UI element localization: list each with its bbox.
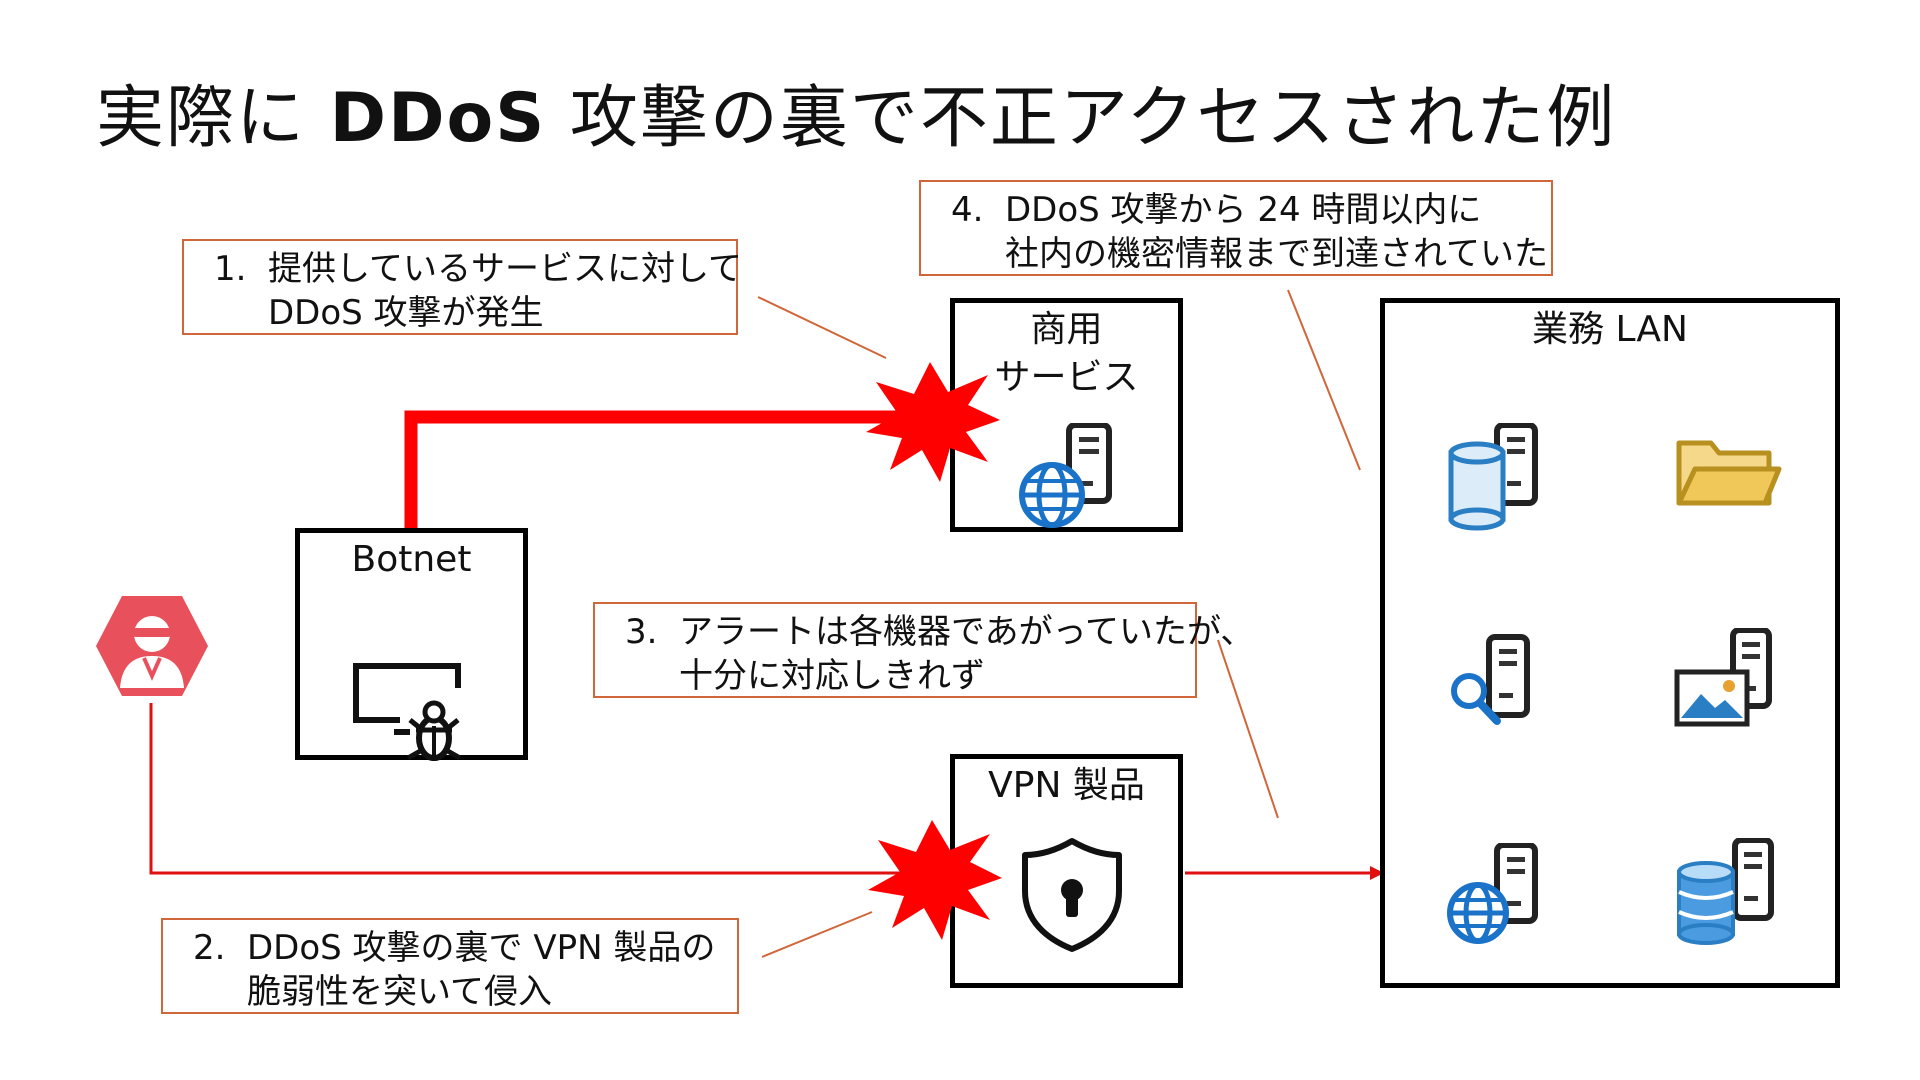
callout-3-line1: アラートは各機器であがっていたが、 xyxy=(679,612,1255,652)
title-prefix: 実際に xyxy=(96,79,330,158)
database-server-icon xyxy=(1677,838,1774,945)
web-server-icon xyxy=(1447,843,1538,944)
vpn-box: VPN 製品 xyxy=(950,754,1183,988)
callout-4-pointer xyxy=(1287,289,1361,471)
callout-3-number: 3. xyxy=(625,612,658,652)
callout-4-number: 4. xyxy=(951,190,984,230)
callout-4: 4. DDoS 攻撃から 24 時間以内に 社内の機密情報まで到達されていた xyxy=(919,180,1553,276)
callout-2-line2: 脆弱性を突いて侵入 xyxy=(247,972,552,1012)
callout-1: 1. 提供しているサービスに対して DDoS 攻撃が発生 xyxy=(182,239,742,335)
shield-lock-icon xyxy=(1022,838,1122,952)
title-suffix: 攻撃の裏で不正アクセスされた例 xyxy=(546,79,1617,158)
database-server-icon xyxy=(1448,423,1538,531)
business-lan-box: 業務 LAN xyxy=(1380,298,1840,988)
commercial-service-label-1: 商用 xyxy=(1030,309,1103,350)
image-server-icon xyxy=(1674,628,1772,727)
callout-1-pointer xyxy=(757,296,887,359)
commercial-service-box: 商用 サービス xyxy=(950,298,1183,532)
botnet-attack-path xyxy=(404,410,930,530)
callout-1-line2: DDoS 攻撃が発生 xyxy=(268,293,544,333)
business-lan-label: 業務 LAN xyxy=(1532,309,1688,350)
callout-3-line2: 十分に対応しきれず xyxy=(679,656,985,696)
callout-1-number: 1. xyxy=(214,249,247,289)
commercial-service-label-2: サービス xyxy=(994,357,1139,398)
botnet-box: Botnet xyxy=(295,528,528,761)
title-bold: DDoS xyxy=(329,79,547,158)
callout-1-line1: 提供しているサービスに対して xyxy=(268,249,742,289)
search-server-icon xyxy=(1451,634,1530,725)
callout-2-pointer xyxy=(761,911,873,958)
vpn-to-lan-arrowhead xyxy=(1370,866,1384,880)
botnet-label: Botnet xyxy=(351,539,472,580)
callout-2-line1: DDoS 攻撃の裏で VPN 製品の xyxy=(247,928,716,968)
hacker-icon xyxy=(96,596,208,696)
vpn-label: VPN 製品 xyxy=(988,765,1145,806)
page-title: 実際に DDoS 攻撃の裏で不正アクセスされた例 xyxy=(96,62,1616,161)
callout-3: 3. アラートは各機器であがっていたが、 十分に対応しきれず xyxy=(593,602,1254,698)
web-server-icon xyxy=(1019,423,1112,528)
folder-icon xyxy=(1676,440,1782,506)
callout-2-number: 2. xyxy=(193,928,226,968)
attacker-intrusion-path xyxy=(149,703,930,875)
callout-4-line1: DDoS 攻撃から 24 時間以内に xyxy=(1005,190,1482,230)
callout-2: 2. DDoS 攻撃の裏で VPN 製品の 脆弱性を突いて侵入 xyxy=(161,918,739,1014)
monitor-bug-icon xyxy=(353,663,462,761)
callout-4-line2: 社内の機密情報まで到達されていた xyxy=(1005,234,1548,274)
callout-3-pointer xyxy=(1217,639,1279,819)
